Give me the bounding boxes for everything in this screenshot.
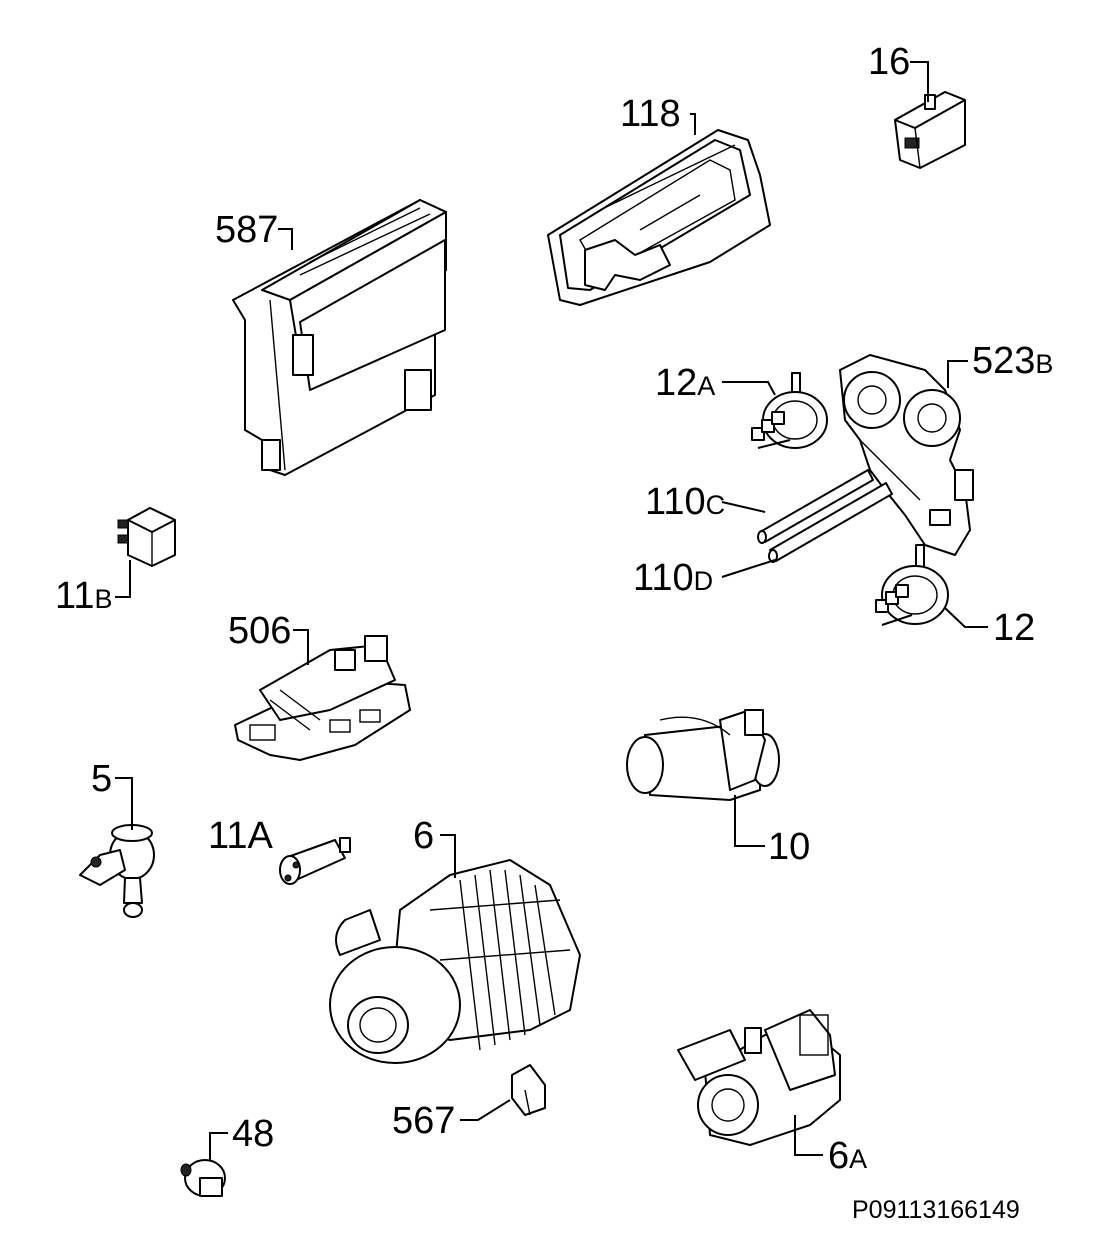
- part-12a-pressure-switch: [751, 372, 828, 449]
- part-110d-tube: [768, 482, 893, 563]
- callout-6: 6: [413, 815, 434, 857]
- callout-12a: 12A: [655, 362, 715, 404]
- part-5-inlet-valve: [79, 824, 155, 918]
- callout-6a: 6A: [828, 1135, 867, 1177]
- part-118-housing: [547, 129, 771, 306]
- part-6-circulation-pump: [329, 859, 581, 1064]
- callout-523b: 523B: [972, 340, 1053, 382]
- callout-labels: 16 118 587 523B 12A 110C 110D 12 11B 506…: [55, 41, 1053, 1177]
- callout-48: 48: [232, 1113, 274, 1155]
- part-587-control-module: [232, 199, 447, 476]
- callout-10: 10: [768, 826, 810, 868]
- callout-110c: 110C: [645, 481, 725, 523]
- leader-lines: [115, 61, 988, 1160]
- part-48-plug: [180, 1159, 226, 1197]
- part-110c-tube: [757, 469, 874, 544]
- callout-11a: 11A: [208, 815, 273, 857]
- callout-12: 12: [993, 607, 1035, 649]
- part-12-pressure-switch: [875, 544, 949, 626]
- callout-587: 587: [215, 209, 278, 251]
- callout-567: 567: [392, 1100, 455, 1142]
- part-523b-bracket: [839, 354, 974, 556]
- callout-110d: 110D: [633, 557, 713, 599]
- part-16-switch: [894, 91, 966, 169]
- part-506-sump: [234, 635, 411, 761]
- part-6a-drain-pump: [677, 1009, 841, 1146]
- part-11b-relay: [117, 507, 176, 567]
- callout-16: 16: [868, 41, 910, 83]
- figure-code: P09113166149: [852, 1196, 1020, 1224]
- callout-506: 506: [228, 610, 291, 652]
- callout-5: 5: [91, 758, 112, 800]
- part-567-clip: [511, 1064, 546, 1116]
- part-10-heater: [626, 709, 780, 801]
- part-11a-capacitor: [279, 837, 351, 885]
- callout-118: 118: [620, 93, 681, 135]
- callout-11b: 11B: [55, 575, 112, 617]
